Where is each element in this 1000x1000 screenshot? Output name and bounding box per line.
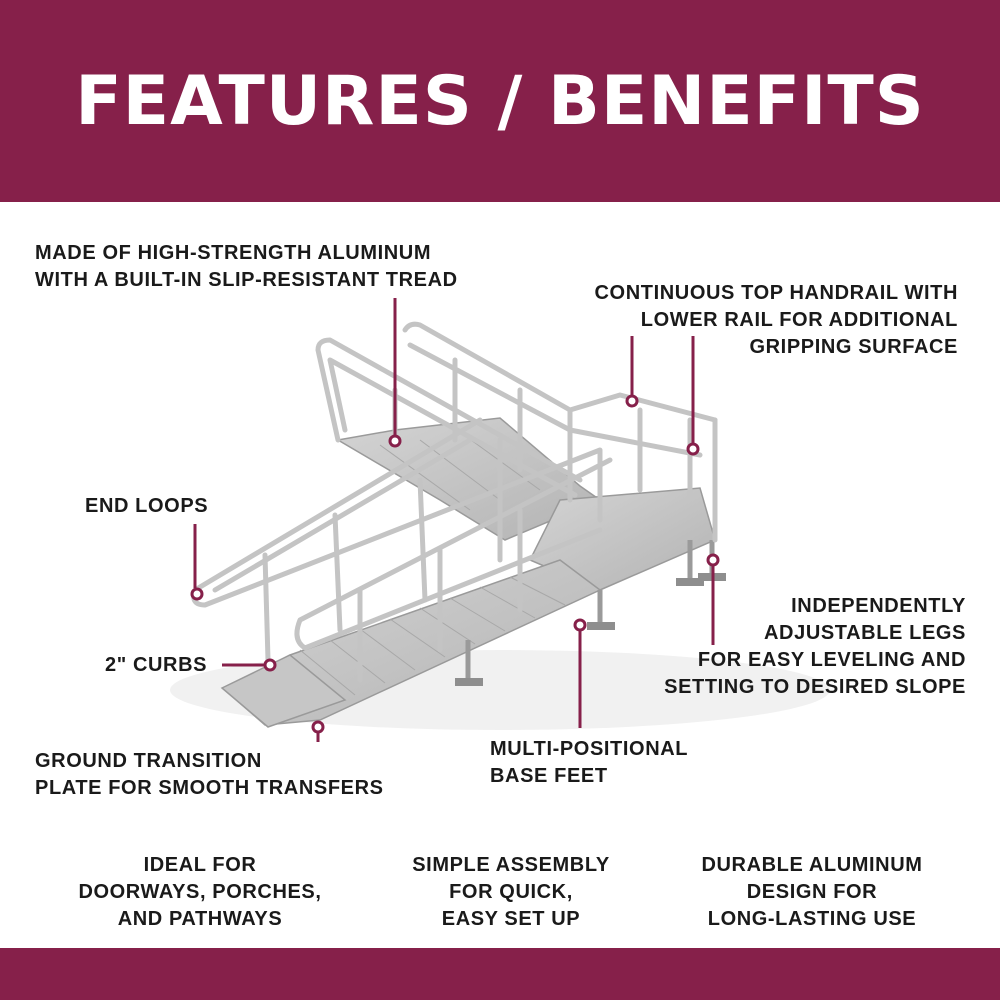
header-banner: FEATURES / BENEFITS bbox=[0, 0, 1000, 202]
footer-bar bbox=[0, 948, 1000, 1000]
benefit-simple-assembly: SIMPLE ASSEMBLY FOR QUICK, EASY SET UP bbox=[412, 854, 610, 930]
benefit-ideal-for: IDEAL FOR DOORWAYS, PORCHES, AND PATHWAY… bbox=[78, 854, 322, 930]
callout-end-loops: END LOOPS bbox=[85, 495, 209, 517]
callout-transition-plate: GROUND TRANSITION PLATE FOR SMOOTH TRANS… bbox=[35, 750, 384, 799]
benefit-durable-aluminum: DURABLE ALUMINUM DESIGN FOR LONG-LASTING… bbox=[701, 854, 923, 930]
callout-handrail: CONTINUOUS TOP HANDRAIL WITH LOWER RAIL … bbox=[594, 282, 958, 358]
callout-curbs: 2" CURBS bbox=[105, 654, 208, 676]
callout-aluminum: MADE OF HIGH-STRENGTH ALUMINUM WITH A BU… bbox=[35, 242, 458, 291]
callout-legs: INDEPENDENTLY ADJUSTABLE LEGS FOR EASY L… bbox=[664, 595, 966, 698]
callout-leaders bbox=[190, 298, 720, 742]
landing-deck bbox=[528, 487, 716, 591]
callout-base-feet: MULTI-POSITIONAL BASE FEET bbox=[490, 738, 689, 787]
page-title: FEATURES / BENEFITS bbox=[75, 61, 925, 141]
